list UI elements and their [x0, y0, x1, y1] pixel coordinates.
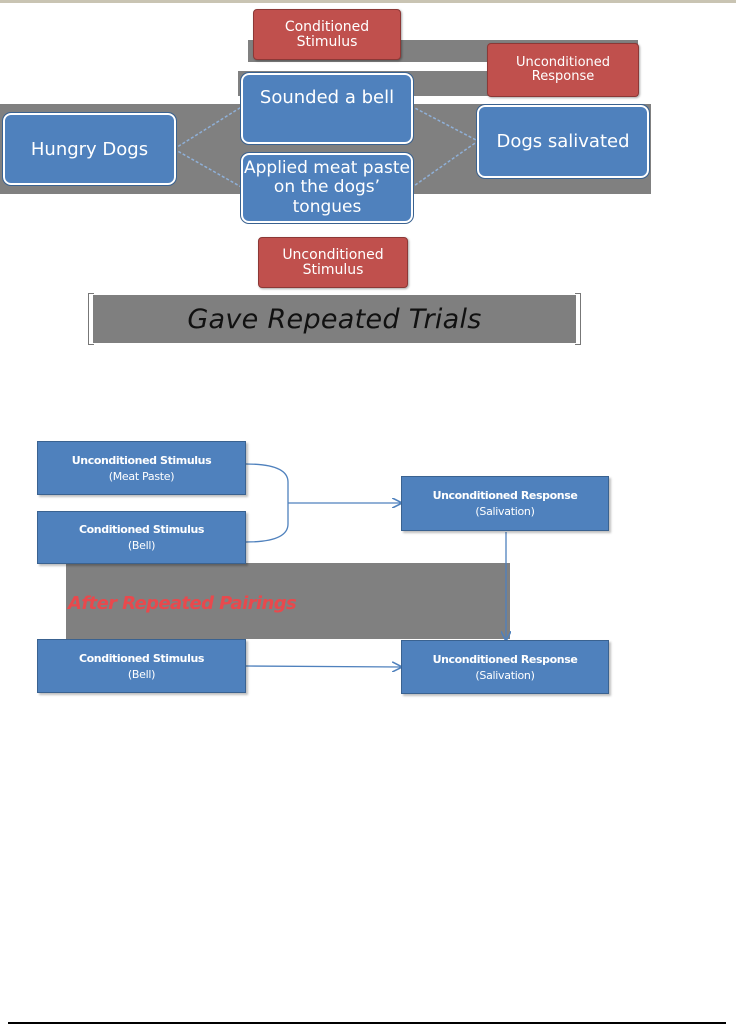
us-meat-paste-box: Unconditioned Stimulus (Meat Paste) — [37, 441, 246, 495]
cs-bell-after-title: Conditioned Stimulus — [78, 651, 205, 665]
conditioned-stimulus-label: Conditioned Stimulus — [253, 9, 401, 60]
applied-meat-box: Applied meat paste on the dogs’ tongues — [240, 152, 414, 224]
connector-meat-to-salivated — [410, 140, 479, 189]
connector-dogs-to-bell — [173, 105, 244, 150]
cs-bell-title: Conditioned Stimulus — [78, 523, 205, 536]
cs-bell-box: Conditioned Stimulus (Bell) — [37, 511, 246, 564]
ur-salivation-after-box: Unconditioned Response (Salivation) — [401, 640, 609, 694]
sounded-bell-box: Sounded a bell — [240, 72, 414, 145]
after-pairings-panel: After Repeated Pairings — [66, 563, 510, 639]
top-rule — [0, 0, 736, 3]
us-meat-sub: (Meat Paste) — [108, 469, 175, 483]
hungry-dogs-box: Hungry Dogs — [2, 112, 177, 186]
cs-bell-after-box: Conditioned Stimulus (Bell) — [37, 639, 246, 693]
connector-dogs-to-meat — [173, 148, 244, 189]
us-meat-title: Unconditioned Stimulus — [71, 453, 212, 467]
ur-salivation-after-sub: (Salivation) — [475, 668, 535, 682]
repeated-trials-banner: Gave Repeated Trials — [88, 293, 581, 345]
unconditioned-stimulus-label: Unconditioned Stimulus — [258, 237, 408, 288]
unconditioned-response-label: Unconditioned Response — [487, 43, 639, 97]
cs-bell-after-sub: (Bell) — [127, 667, 156, 681]
ur-salivation-sub: (Salivation) — [475, 505, 535, 518]
arrow-bell-to-response — [245, 666, 401, 667]
pairing-bracket — [245, 463, 289, 543]
ur-salivation-title: Unconditioned Response — [432, 489, 578, 502]
ur-salivation-after-title: Unconditioned Response — [432, 652, 578, 666]
repeated-trials-text: Gave Repeated Trials — [93, 295, 576, 343]
after-pairings-label: After Repeated Pairings — [68, 593, 297, 614]
dogs-salivated-box: Dogs salivated — [476, 104, 650, 179]
bottom-rule — [8, 1022, 726, 1024]
connector-bell-to-salivated — [410, 105, 479, 142]
cs-bell-sub: (Bell) — [127, 539, 156, 552]
ur-salivation-box: Unconditioned Response (Salivation) — [401, 476, 609, 531]
banner-left-bracket — [88, 293, 94, 345]
diagram1-connectors — [173, 105, 479, 189]
banner-right-bracket — [575, 293, 581, 345]
diagram2-connectors — [245, 463, 736, 710]
